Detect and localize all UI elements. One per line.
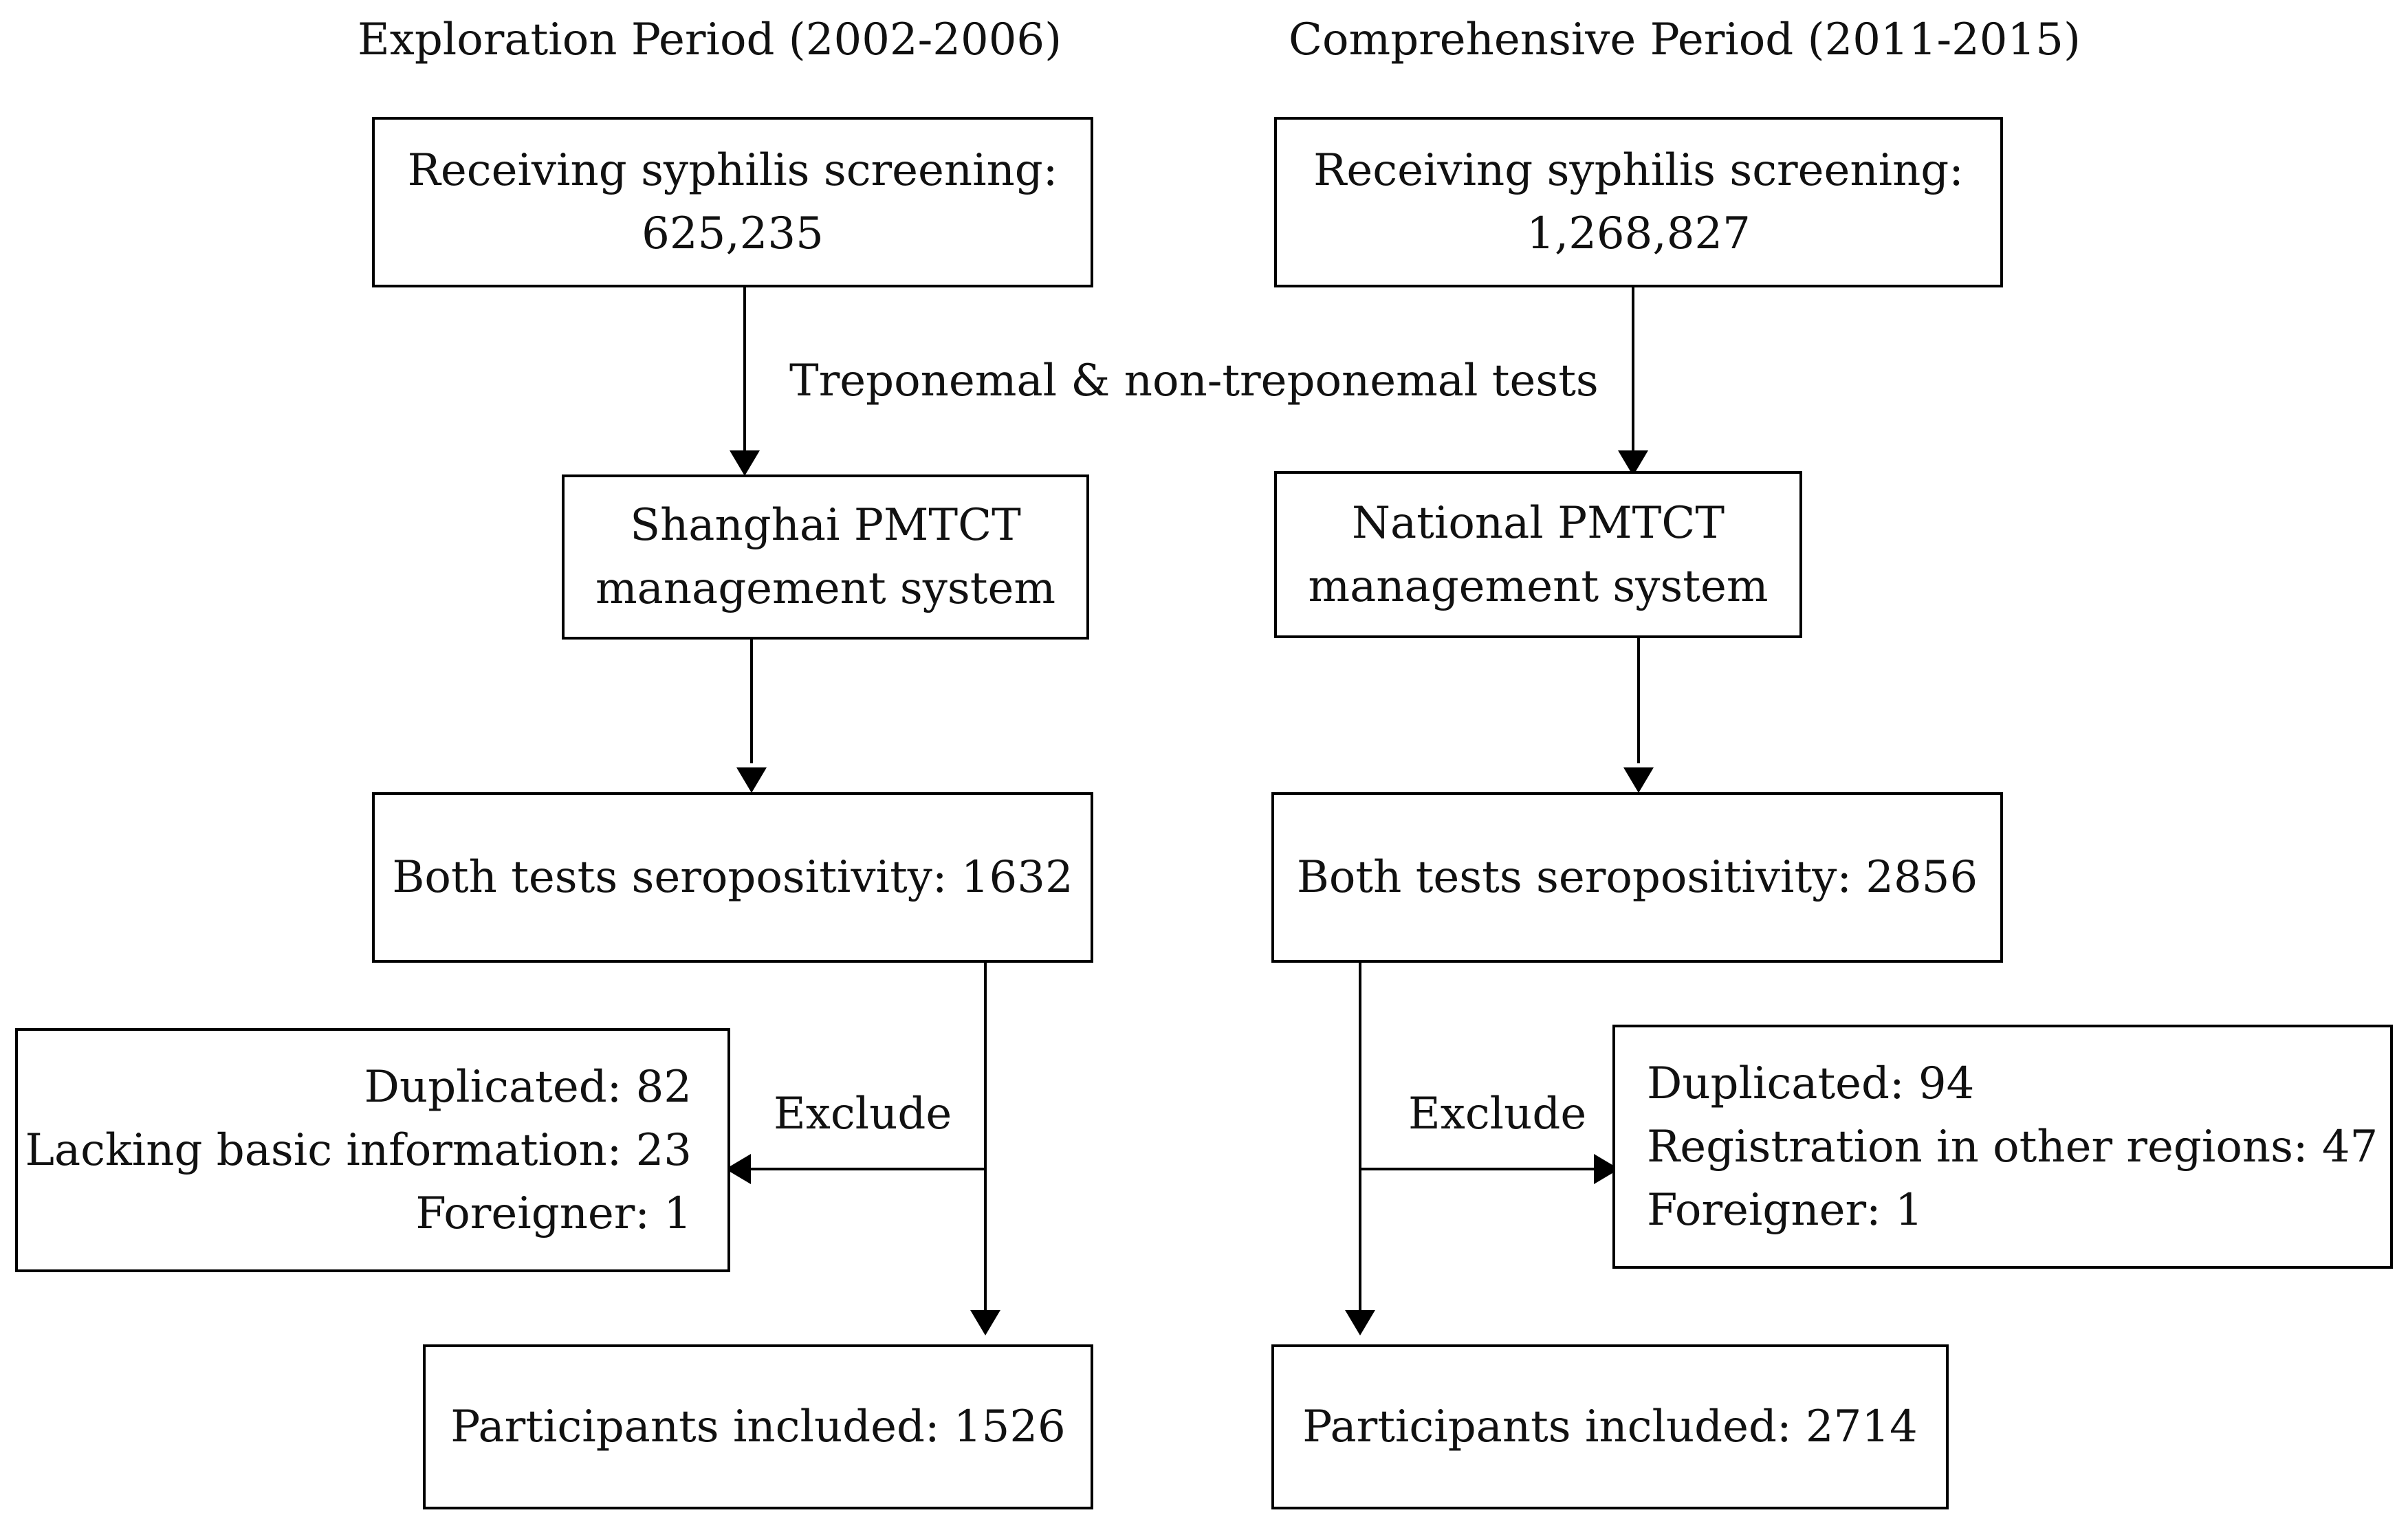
right-screening-count: 1,268,827 (1526, 208, 1751, 259)
right-screening-box: Receiving syphilis screening: 1,268,827 (1274, 117, 2003, 287)
left-exclusions-box: Duplicated: 82 Lacking basic information… (15, 1028, 730, 1272)
left-screening-box: Receiving syphilis screening: 625,235 (372, 117, 1093, 287)
right-exclusion-item: Foreigner: 1 (1647, 1184, 1923, 1236)
left-seropositivity-box: Both tests seropositivity: 1632 (372, 792, 1093, 963)
left-included-box: Participants included: 1526 (423, 1344, 1093, 1509)
arrowhead-right-exclusions (1594, 1154, 1619, 1184)
right-seropositivity-box: Both tests seropositivity: 2856 (1271, 792, 2003, 963)
left-exclusion-item: Duplicated: 82 (364, 1061, 692, 1113)
right-screening-label: Receiving syphilis screening: (1313, 145, 1964, 196)
right-exclusions-box: Duplicated: 94 Registration in other reg… (1612, 1025, 2393, 1269)
tests-label: Treponemal & non-treponemal tests (789, 356, 1599, 406)
right-included-box: Participants included: 2714 (1271, 1344, 1949, 1509)
right-exclusion-item: Duplicated: 94 (1647, 1058, 1975, 1109)
right-system-line1: National PMTCT (1352, 497, 1725, 549)
arrowhead-right-included (1345, 1310, 1375, 1335)
right-included-text: Participants included: 2714 (1302, 1401, 1918, 1452)
left-seropositivity-text: Both tests seropositivity: 1632 (392, 852, 1073, 903)
right-period-header: Comprehensive Period (2011-2015) (1289, 14, 2081, 65)
left-period-header: Exploration Period (2002-2006) (358, 14, 1062, 65)
right-system-box: National PMTCT management system (1274, 471, 1802, 638)
arrowhead-left-system (730, 450, 760, 476)
left-system-box: Shanghai PMTCT management system (562, 474, 1089, 640)
arrowhead-left-exclusions (725, 1154, 751, 1184)
right-exclude-label: Exclude (1408, 1089, 1587, 1139)
left-screening-count: 625,235 (642, 208, 824, 259)
arrowhead-left-seropositivity (736, 767, 767, 793)
arrowhead-right-seropositivity (1623, 767, 1654, 793)
arrowhead-right-system (1618, 450, 1648, 476)
left-screening-label: Receiving syphilis screening: (407, 145, 1058, 196)
left-exclusion-item: Foreigner: 1 (415, 1188, 692, 1239)
left-system-line2: management system (595, 563, 1056, 614)
left-exclusion-item: Lacking basic information: 23 (25, 1124, 692, 1176)
right-seropositivity-text: Both tests seropositivity: 2856 (1296, 852, 1978, 903)
left-included-text: Participants included: 1526 (450, 1401, 1066, 1452)
arrowhead-left-included (970, 1310, 1000, 1335)
left-exclude-label: Exclude (774, 1089, 952, 1139)
right-system-line2: management system (1308, 560, 1769, 612)
right-exclusion-item: Registration in other regions: 47 (1647, 1121, 2378, 1172)
left-system-line1: Shanghai PMTCT (630, 500, 1021, 551)
